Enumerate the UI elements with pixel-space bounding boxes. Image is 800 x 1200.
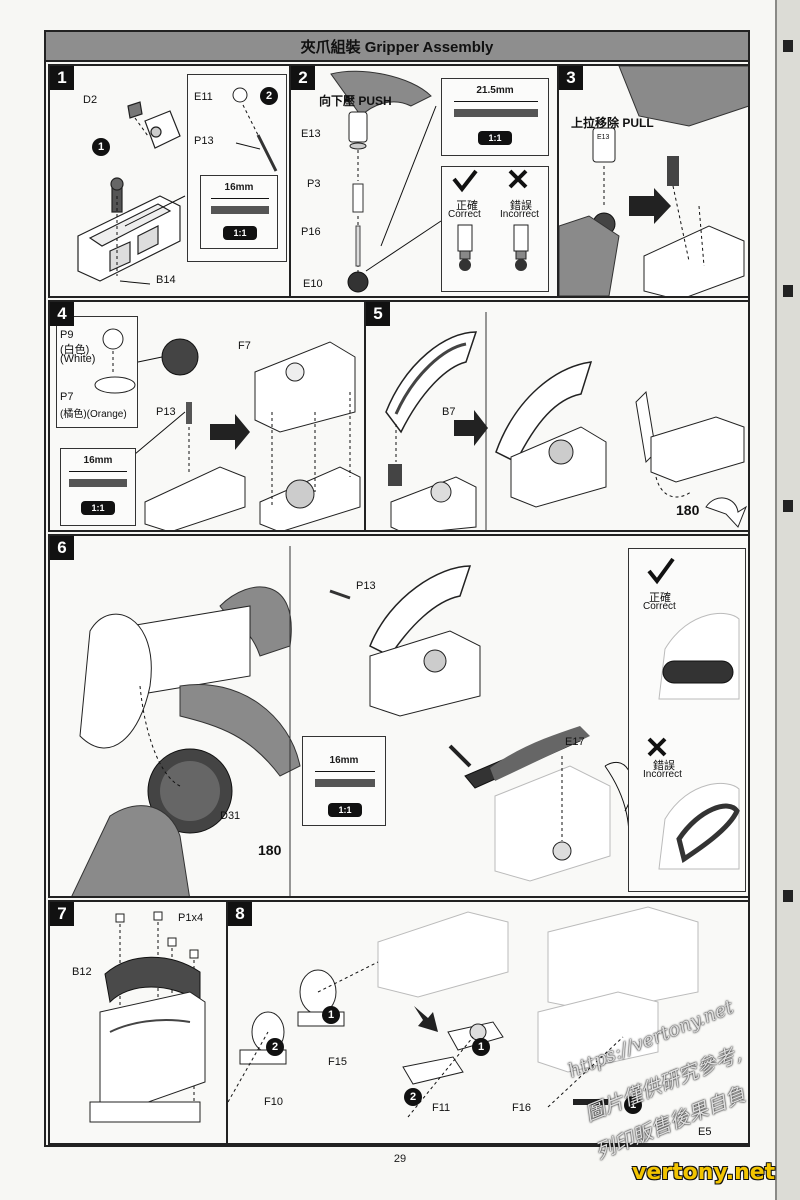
scale-length: 21.5mm (476, 85, 514, 96)
label-b14: B14 (156, 274, 176, 286)
step-number: 5 (366, 302, 390, 326)
label-e11: E11 (194, 91, 213, 103)
step-number: 6 (50, 536, 74, 560)
step-number: 4 (50, 302, 74, 326)
step-number: 7 (50, 902, 74, 926)
label-e13: E13 (597, 134, 610, 141)
step-3-illustration (559, 66, 748, 296)
label-p16: P16 (301, 226, 321, 238)
scale-ratio: 1:1 (81, 501, 115, 515)
scale-ratio: 1:1 (223, 226, 257, 240)
label-b12: B12 (72, 966, 92, 978)
step-3-panel: 3 上拉移除 PULL E13 (557, 64, 750, 298)
label-f16: F16 (512, 1102, 531, 1114)
label-p9: P9 (60, 329, 74, 341)
next-page-edge (775, 0, 800, 1200)
step-8-panel: 8 1 2 1 2 1 F15 F10 F11 F16 E5 (226, 900, 750, 1145)
callout-2: 2 (260, 87, 278, 105)
label-f10: F10 (264, 1096, 283, 1108)
correct-en: Correct (448, 209, 481, 220)
callout-1: 1 (624, 1096, 642, 1114)
label-e17: E17 (565, 736, 585, 748)
page-title: 夾爪組裝 Gripper Assembly (46, 32, 748, 62)
rotate-label: 180 (258, 842, 282, 858)
label-f11: F11 (432, 1102, 451, 1114)
step-1-illustration (77, 101, 186, 285)
step-number: 8 (228, 902, 252, 926)
step-4-illustration (134, 338, 361, 530)
correct-zh: 正確 (649, 592, 671, 604)
correct-incorrect-box: 正確 Correct 錯誤 Incorrect (441, 166, 549, 292)
callout-1: 1 (472, 1038, 490, 1056)
step-number: 3 (559, 66, 583, 90)
incorrect-en: Incorrect (500, 209, 539, 220)
step-2-illustration (330, 70, 442, 293)
step-6-panel: 6 P13 D31 E17 180 (48, 534, 750, 898)
label-e5: E5 (698, 1126, 712, 1138)
label-p1x4: P1x4 (178, 912, 204, 924)
pull-label: 上拉移除 PULL (571, 116, 654, 130)
callout-1: 1 (92, 138, 110, 156)
label-d2: D2 (83, 94, 98, 106)
scale-guide: 16mm 1:1 (200, 175, 278, 249)
scale-ratio: 1:1 (478, 131, 512, 145)
scale-length: 16mm (83, 455, 113, 466)
step-2-panel: 2 向下壓 PUSH E13 P3 P16 E10 21.5mm 1:1 (289, 64, 559, 298)
step-4-panel: 4 P9 (白色) (White) P7 (橘色)(Orange) (48, 300, 366, 532)
label-p7: P7 (60, 391, 74, 403)
label-e13: E13 (301, 128, 321, 140)
step-number: 2 (291, 66, 315, 90)
correct-zh: 正確 (456, 200, 478, 212)
step-7-panel: 7 P1x4 B12 (48, 900, 228, 1145)
assembly-frame: 夾爪組裝 Gripper Assembly 1 D2 1 B14 (44, 30, 750, 1147)
label-b7: B7 (442, 406, 456, 418)
correct-incorrect-box: 正確 Correct 錯誤 Incorrect (628, 548, 746, 892)
label-p3: P3 (307, 178, 321, 190)
step-5-illustration (385, 312, 748, 530)
callout-1: 1 (322, 1006, 340, 1024)
scale-guide: 21.5mm 1:1 (441, 78, 549, 156)
label-e10: E10 (303, 278, 323, 290)
scale-length: 16mm (329, 755, 359, 766)
label-f7: F7 (238, 340, 251, 352)
page-number: 29 (393, 1153, 407, 1165)
step-1-detail-box: E11 2 P13 16mm 1:1 (187, 74, 287, 262)
incorrect-zh: 錯誤 (510, 200, 532, 212)
step-8-illustration (228, 906, 699, 1118)
step-6-illustration (71, 546, 633, 896)
label-p13: P13 (356, 580, 376, 592)
scale-guide: 16mm 1:1 (302, 736, 386, 826)
label-p9-color-zh: (白色) (60, 344, 90, 356)
incorrect-en: Incorrect (643, 769, 682, 780)
step-number: 1 (50, 66, 74, 90)
label-f15: F15 (328, 1056, 347, 1068)
step-5-panel: 5 B7 180 (364, 300, 750, 532)
step-1-panel: 1 D2 1 B14 E11 2 P13 (48, 64, 291, 298)
scale-ratio: 1:1 (328, 803, 362, 817)
scale-length: 16mm (224, 182, 254, 193)
label-p13: P13 (156, 406, 176, 418)
callout-2: 2 (404, 1088, 422, 1106)
push-label: 向下壓 PUSH (319, 94, 392, 108)
callout-2: 2 (266, 1038, 284, 1056)
correct-en: Correct (643, 601, 676, 612)
gear-parts-box: P9 (白色) (White) P7 (橘色)(Orange) (56, 316, 138, 428)
rotate-label: 180 (676, 502, 700, 518)
watermark-site: vertony.net (632, 1160, 776, 1185)
label-p13: P13 (194, 135, 214, 147)
incorrect-zh: 錯誤 (653, 760, 675, 772)
scale-guide: 16mm 1:1 (60, 448, 136, 526)
step-7-illustration (89, 911, 206, 1123)
label-p9-color-en: (White) (60, 353, 96, 365)
label-d31: D31 (220, 810, 241, 822)
label-p7-color: (橘色)(Orange) (60, 409, 127, 420)
